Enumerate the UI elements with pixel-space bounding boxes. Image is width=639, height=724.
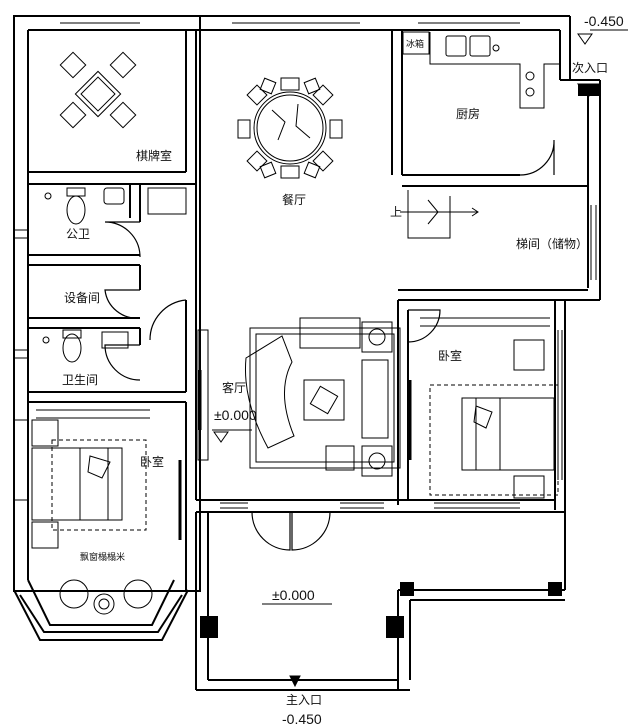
room-label-equipment: 设备间	[64, 291, 100, 305]
bed-left	[31, 409, 182, 549]
room-label-bathroom: 卫生间	[62, 373, 98, 387]
fridge-label: 冰箱	[406, 38, 424, 50]
stair-up-label: 上	[390, 205, 402, 219]
bay-seating	[59, 579, 153, 615]
room-label-stair: 梯间（储物）	[516, 236, 588, 251]
main-entrance-label: 主入口	[286, 693, 322, 707]
sanitary-fixtures	[42, 187, 187, 363]
kitchen-fittings	[402, 31, 560, 109]
room-label-public-toilet: 公卫	[66, 227, 90, 241]
entrance-arrows	[212, 29, 628, 688]
room-label-chess: 棋牌室	[136, 148, 172, 163]
bay-window	[13, 579, 189, 641]
windows	[14, 15, 597, 509]
elevation-porch: ±0.000	[272, 587, 315, 603]
sofa-set	[197, 317, 401, 477]
room-label-living: 客厅	[222, 380, 246, 395]
room-label-kitchen: 厨房	[456, 106, 480, 121]
room-label-bedroom-right: 卧室	[438, 348, 462, 363]
side-entrance-label: 次入口	[572, 61, 608, 75]
chess-table	[59, 51, 137, 129]
room-label-dining: 餐厅	[282, 192, 306, 207]
elevation-living: ±0.000	[214, 407, 257, 423]
room-label-bedroom-left: 卧室	[140, 454, 164, 469]
elevation-side: -0.450	[584, 13, 624, 29]
doors	[104, 139, 555, 551]
elevation-bottom: -0.450	[282, 711, 322, 724]
bed-right	[408, 317, 559, 499]
bay-bed-label: 飘窗榻榻米	[80, 551, 125, 563]
stair	[400, 190, 479, 239]
dining-table	[237, 77, 343, 179]
walls	[13, 15, 601, 691]
